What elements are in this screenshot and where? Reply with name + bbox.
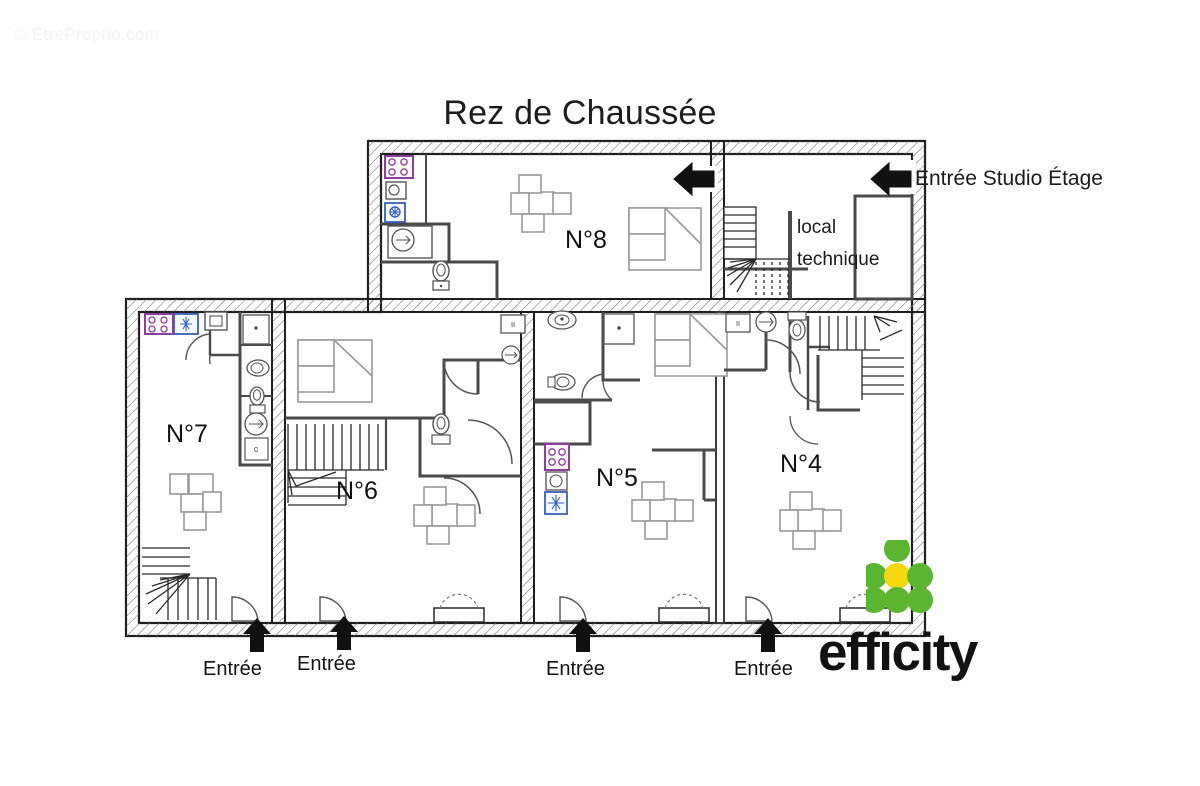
fixture-niche-n4: ιι	[725, 313, 751, 333]
furniture-dining-set-n4	[779, 491, 842, 550]
fixture-washer-n8	[384, 202, 406, 223]
room-label-n8: N°8	[565, 226, 607, 254]
unit-n7: c	[142, 311, 272, 622]
fixture-washer-n7	[173, 313, 199, 335]
staircase-n8	[723, 206, 790, 298]
unit-n8	[381, 154, 702, 299]
fixture-sink-n8	[385, 181, 407, 200]
svg-text:ιι: ιι	[736, 318, 740, 328]
staircase-n7	[142, 542, 217, 620]
fixture-niche-n6: ιι	[500, 314, 526, 365]
label-entree-n7: Entrée	[203, 658, 262, 680]
fixture-cooktop-n8	[384, 155, 414, 179]
furniture-bed-n6	[297, 339, 373, 403]
furniture-bed-n8	[628, 207, 702, 271]
furniture-dining-set-n6	[413, 486, 476, 545]
fixture-basin-n5	[547, 310, 577, 330]
arrow-entree-n4	[754, 618, 782, 652]
label-entree-n4: Entrée	[734, 658, 793, 680]
page-title: Rez de Chaussée	[443, 94, 717, 132]
room-label-n5: N°5	[596, 464, 638, 492]
fixture-cooktop-n7	[144, 313, 174, 335]
svg-text:ιι: ιι	[511, 319, 515, 329]
room-label-n4: N°4	[780, 450, 822, 478]
fixture-toilet-n6	[431, 413, 451, 445]
arrow-n8-entry	[673, 161, 718, 197]
fixture-basin-n4	[755, 311, 777, 333]
room-label-n6: N°6	[336, 477, 378, 505]
fixture-shower-n5	[603, 313, 635, 345]
label-local-technique-line2: technique	[797, 249, 880, 270]
interior-dividing-wall-upper	[367, 298, 926, 313]
unit-local-technique	[723, 194, 914, 301]
fixture-toilet-n5	[547, 373, 576, 391]
fixture-sink-n7	[204, 311, 228, 331]
label-entree-n5: Entrée	[546, 658, 605, 680]
fixture-sink-n5	[545, 471, 568, 491]
unit-n6: ιι	[285, 314, 526, 622]
fixture-shower-circle-n7: c	[244, 412, 269, 461]
fixture-cooktop-n5	[544, 443, 570, 471]
label-entree-n6: Entrée	[297, 653, 356, 675]
fixture-toilet-n7	[249, 386, 266, 414]
arrow-studio-etage	[868, 160, 916, 197]
efficity-logo-dots	[866, 540, 933, 613]
unit-n5	[534, 310, 728, 622]
fixture-shower-n8	[387, 225, 433, 259]
furniture-dining-set-n8	[510, 174, 572, 233]
staircase-n6	[287, 424, 384, 506]
room-label-n7: N°7	[166, 420, 208, 448]
svg-text:c: c	[254, 444, 259, 454]
fixture-shower-n7	[242, 314, 270, 345]
fixture-basin-n7	[246, 359, 270, 377]
unit-n4: ιι	[724, 311, 904, 622]
watermark-etreproprio: © EtreProprio.com	[14, 25, 160, 44]
arrow-entree-n6	[330, 616, 358, 650]
efficity-wordmark: efficity	[818, 623, 978, 682]
efficity-logo: efficity	[818, 540, 998, 682]
fixture-toilet-n4	[787, 311, 807, 341]
fixture-washer-n5	[544, 491, 568, 515]
label-local-technique-line1: local	[797, 217, 837, 238]
furniture-dining-set-n7	[169, 473, 222, 531]
windows-bottom	[433, 593, 891, 623]
arrow-entree-n7	[243, 618, 271, 652]
furniture-dining-set-n5	[631, 481, 694, 540]
fixture-toilet-n8	[432, 260, 450, 291]
furniture-bed-n5	[654, 313, 728, 377]
staircase-n4	[818, 315, 904, 400]
arrow-entree-n5	[569, 618, 597, 652]
label-entree-studio-etage: Entrée Studio Étage	[915, 167, 1103, 190]
